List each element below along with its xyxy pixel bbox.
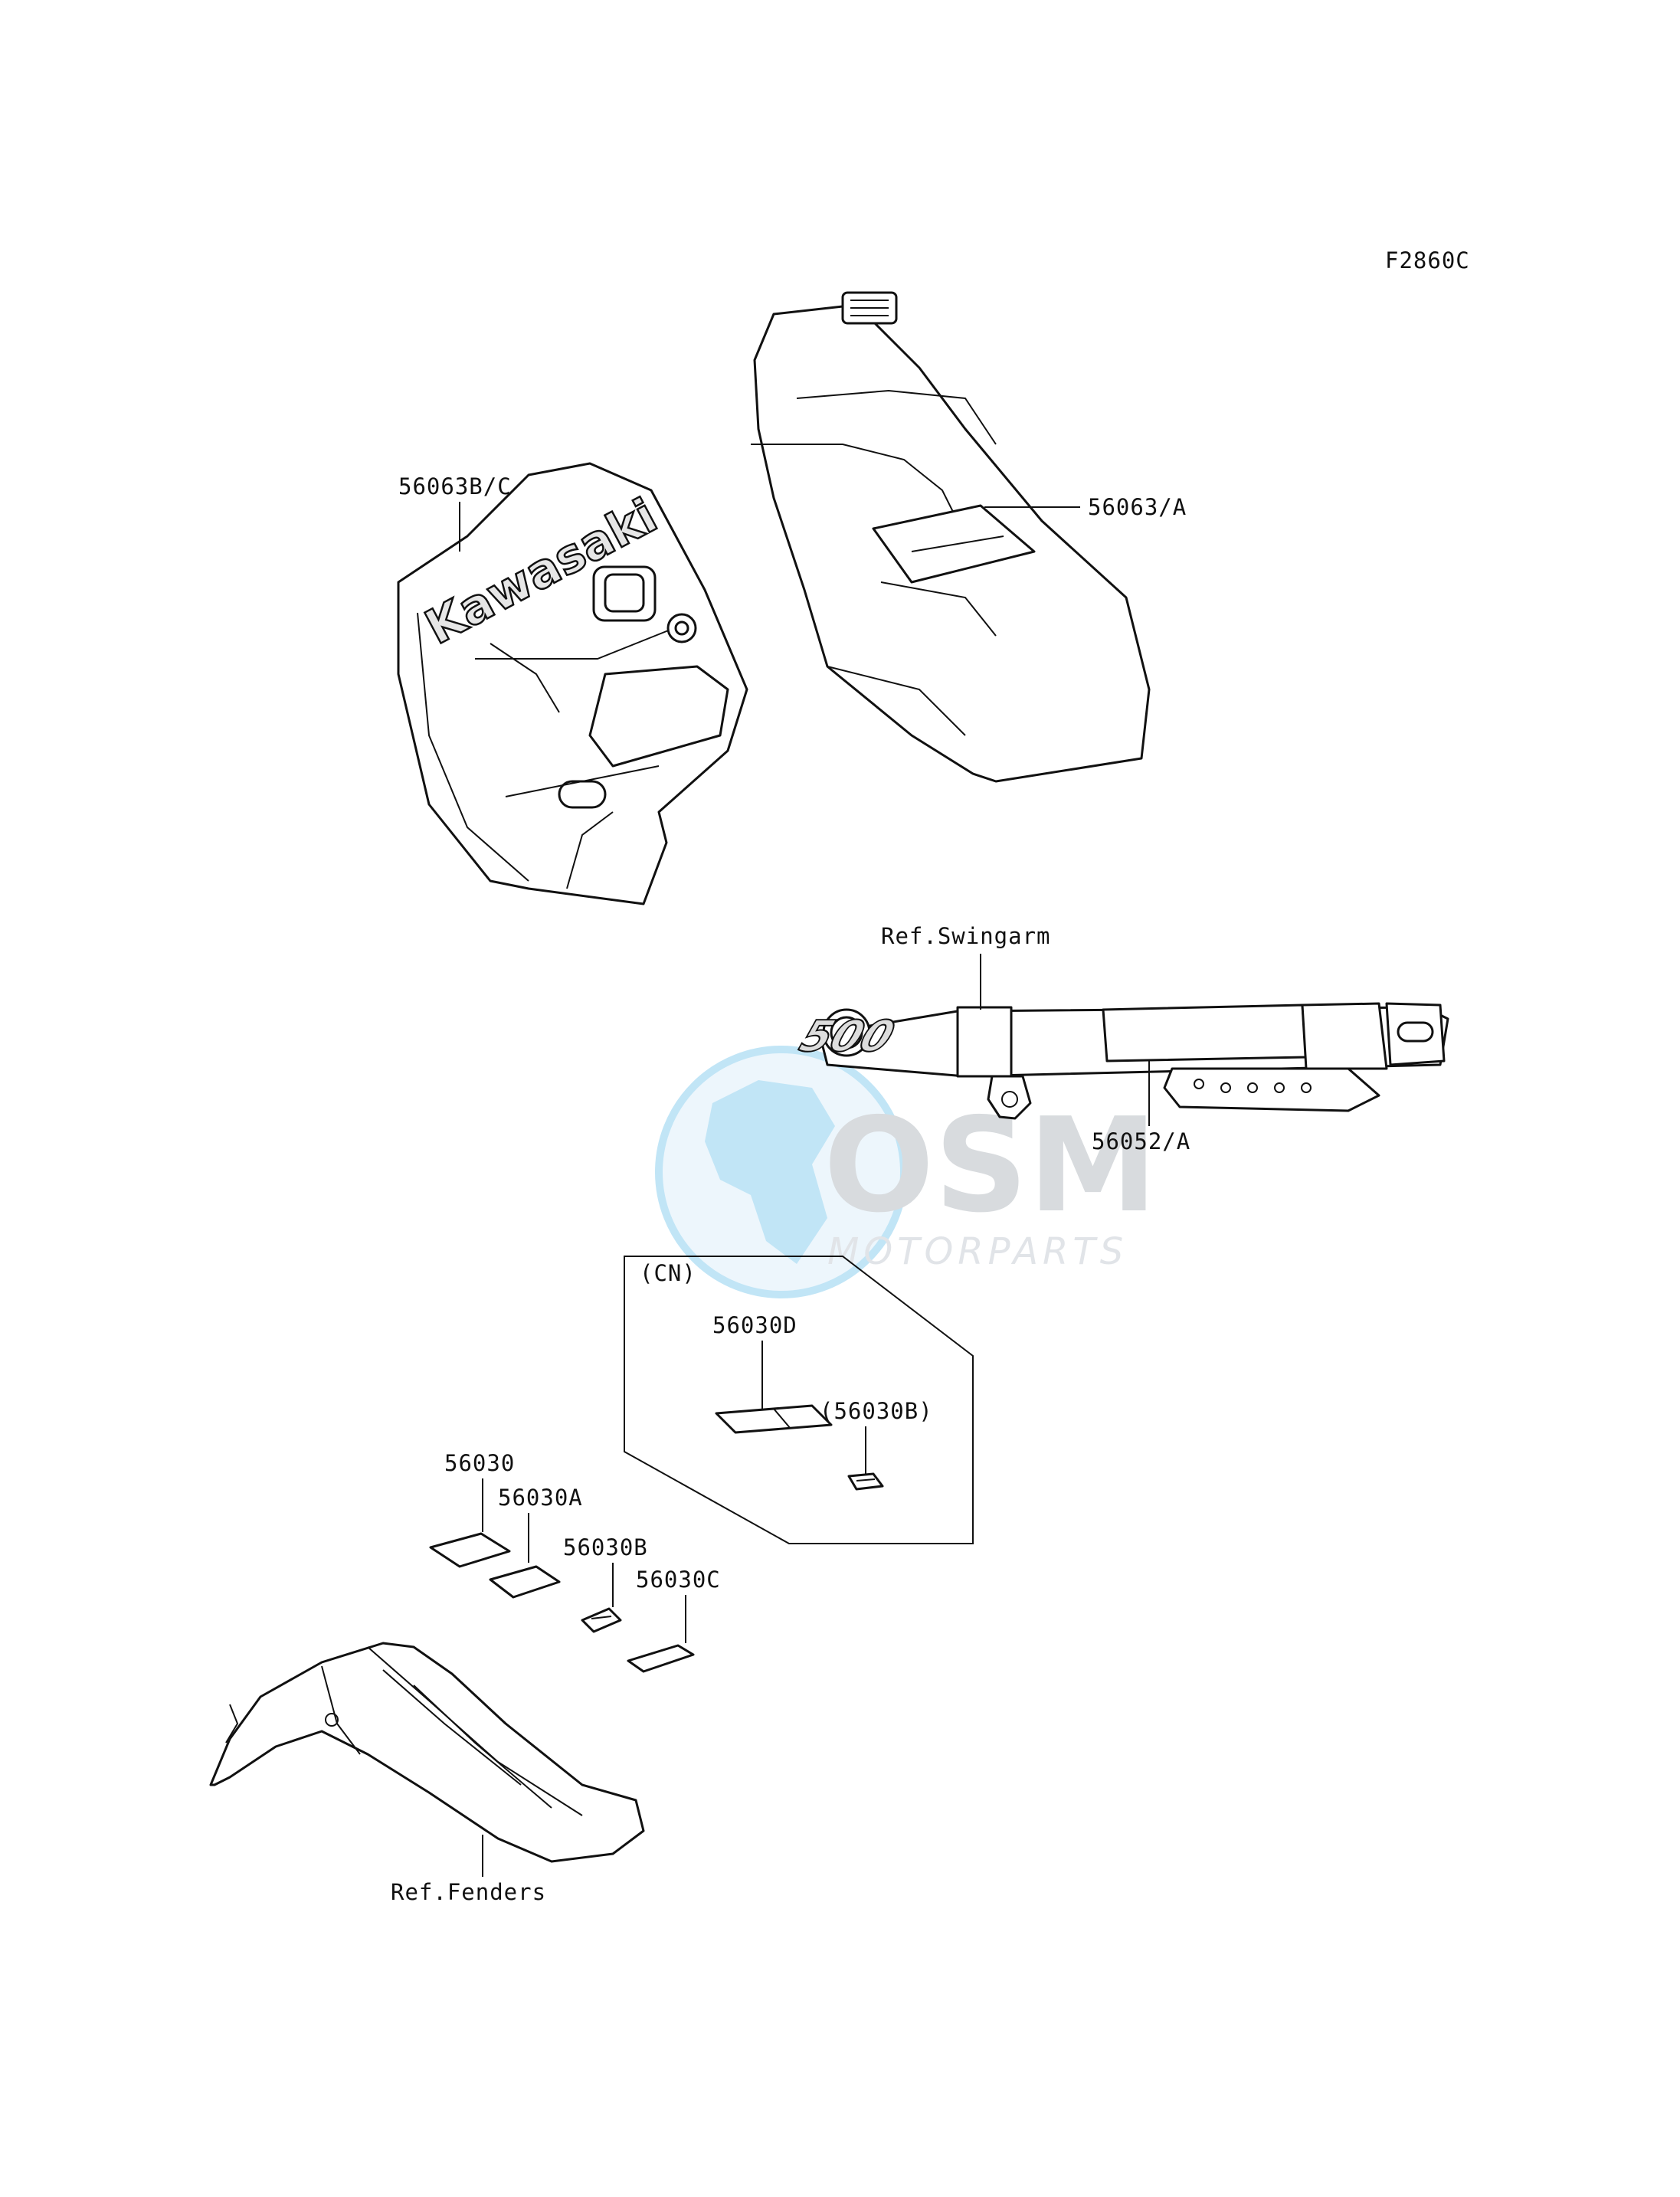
swingarm-decal-label: 56052/A (1092, 1128, 1190, 1154)
decal-56030a (489, 1565, 561, 1599)
watermark: OSM MOTORPARTS (655, 1046, 1158, 1298)
swingarm-part: 500 (793, 1002, 1449, 1120)
cn-group: (CN) 56030D (56030B) (624, 1256, 974, 1544)
decal-56030b (581, 1607, 622, 1633)
model-decal-text: 500 (794, 1011, 902, 1062)
shroud-label: 56063B/C (398, 473, 512, 499)
watermark-logo: OSM (824, 1090, 1158, 1242)
decal-56030 (429, 1532, 511, 1568)
figure-code: F2860C (1385, 247, 1470, 273)
tank-label: 56063/A (1088, 494, 1187, 520)
watermark-text: MOTORPARTS (827, 1230, 1128, 1273)
cn-d-label: 56030D (712, 1312, 797, 1338)
cn-group-label: (CN) (640, 1260, 696, 1286)
lower-decals: 56030 56030A 56030B 56030C (429, 1450, 721, 1673)
decal-56030c (627, 1644, 695, 1673)
fender-part (209, 1642, 645, 1863)
decal-56030a-label: 56030A (498, 1485, 583, 1511)
decal-56030b-label: 56030B (563, 1534, 648, 1560)
decal-56030c-label: 56030C (636, 1567, 721, 1593)
cn-d-decal (715, 1404, 833, 1434)
cn-b-label: (56030B) (820, 1398, 933, 1424)
fuel-tank-part (751, 291, 1151, 783)
fenders-ref-label: Ref.Fenders (391, 1879, 546, 1905)
swingarm-ref-label: Ref.Swingarm (881, 923, 1051, 949)
watermark-continents-icon (705, 1080, 835, 1264)
shroud-part: Kawasaki (397, 462, 748, 905)
decal-56030-label: 56030 (444, 1450, 515, 1476)
cn-b-decal (847, 1472, 884, 1491)
